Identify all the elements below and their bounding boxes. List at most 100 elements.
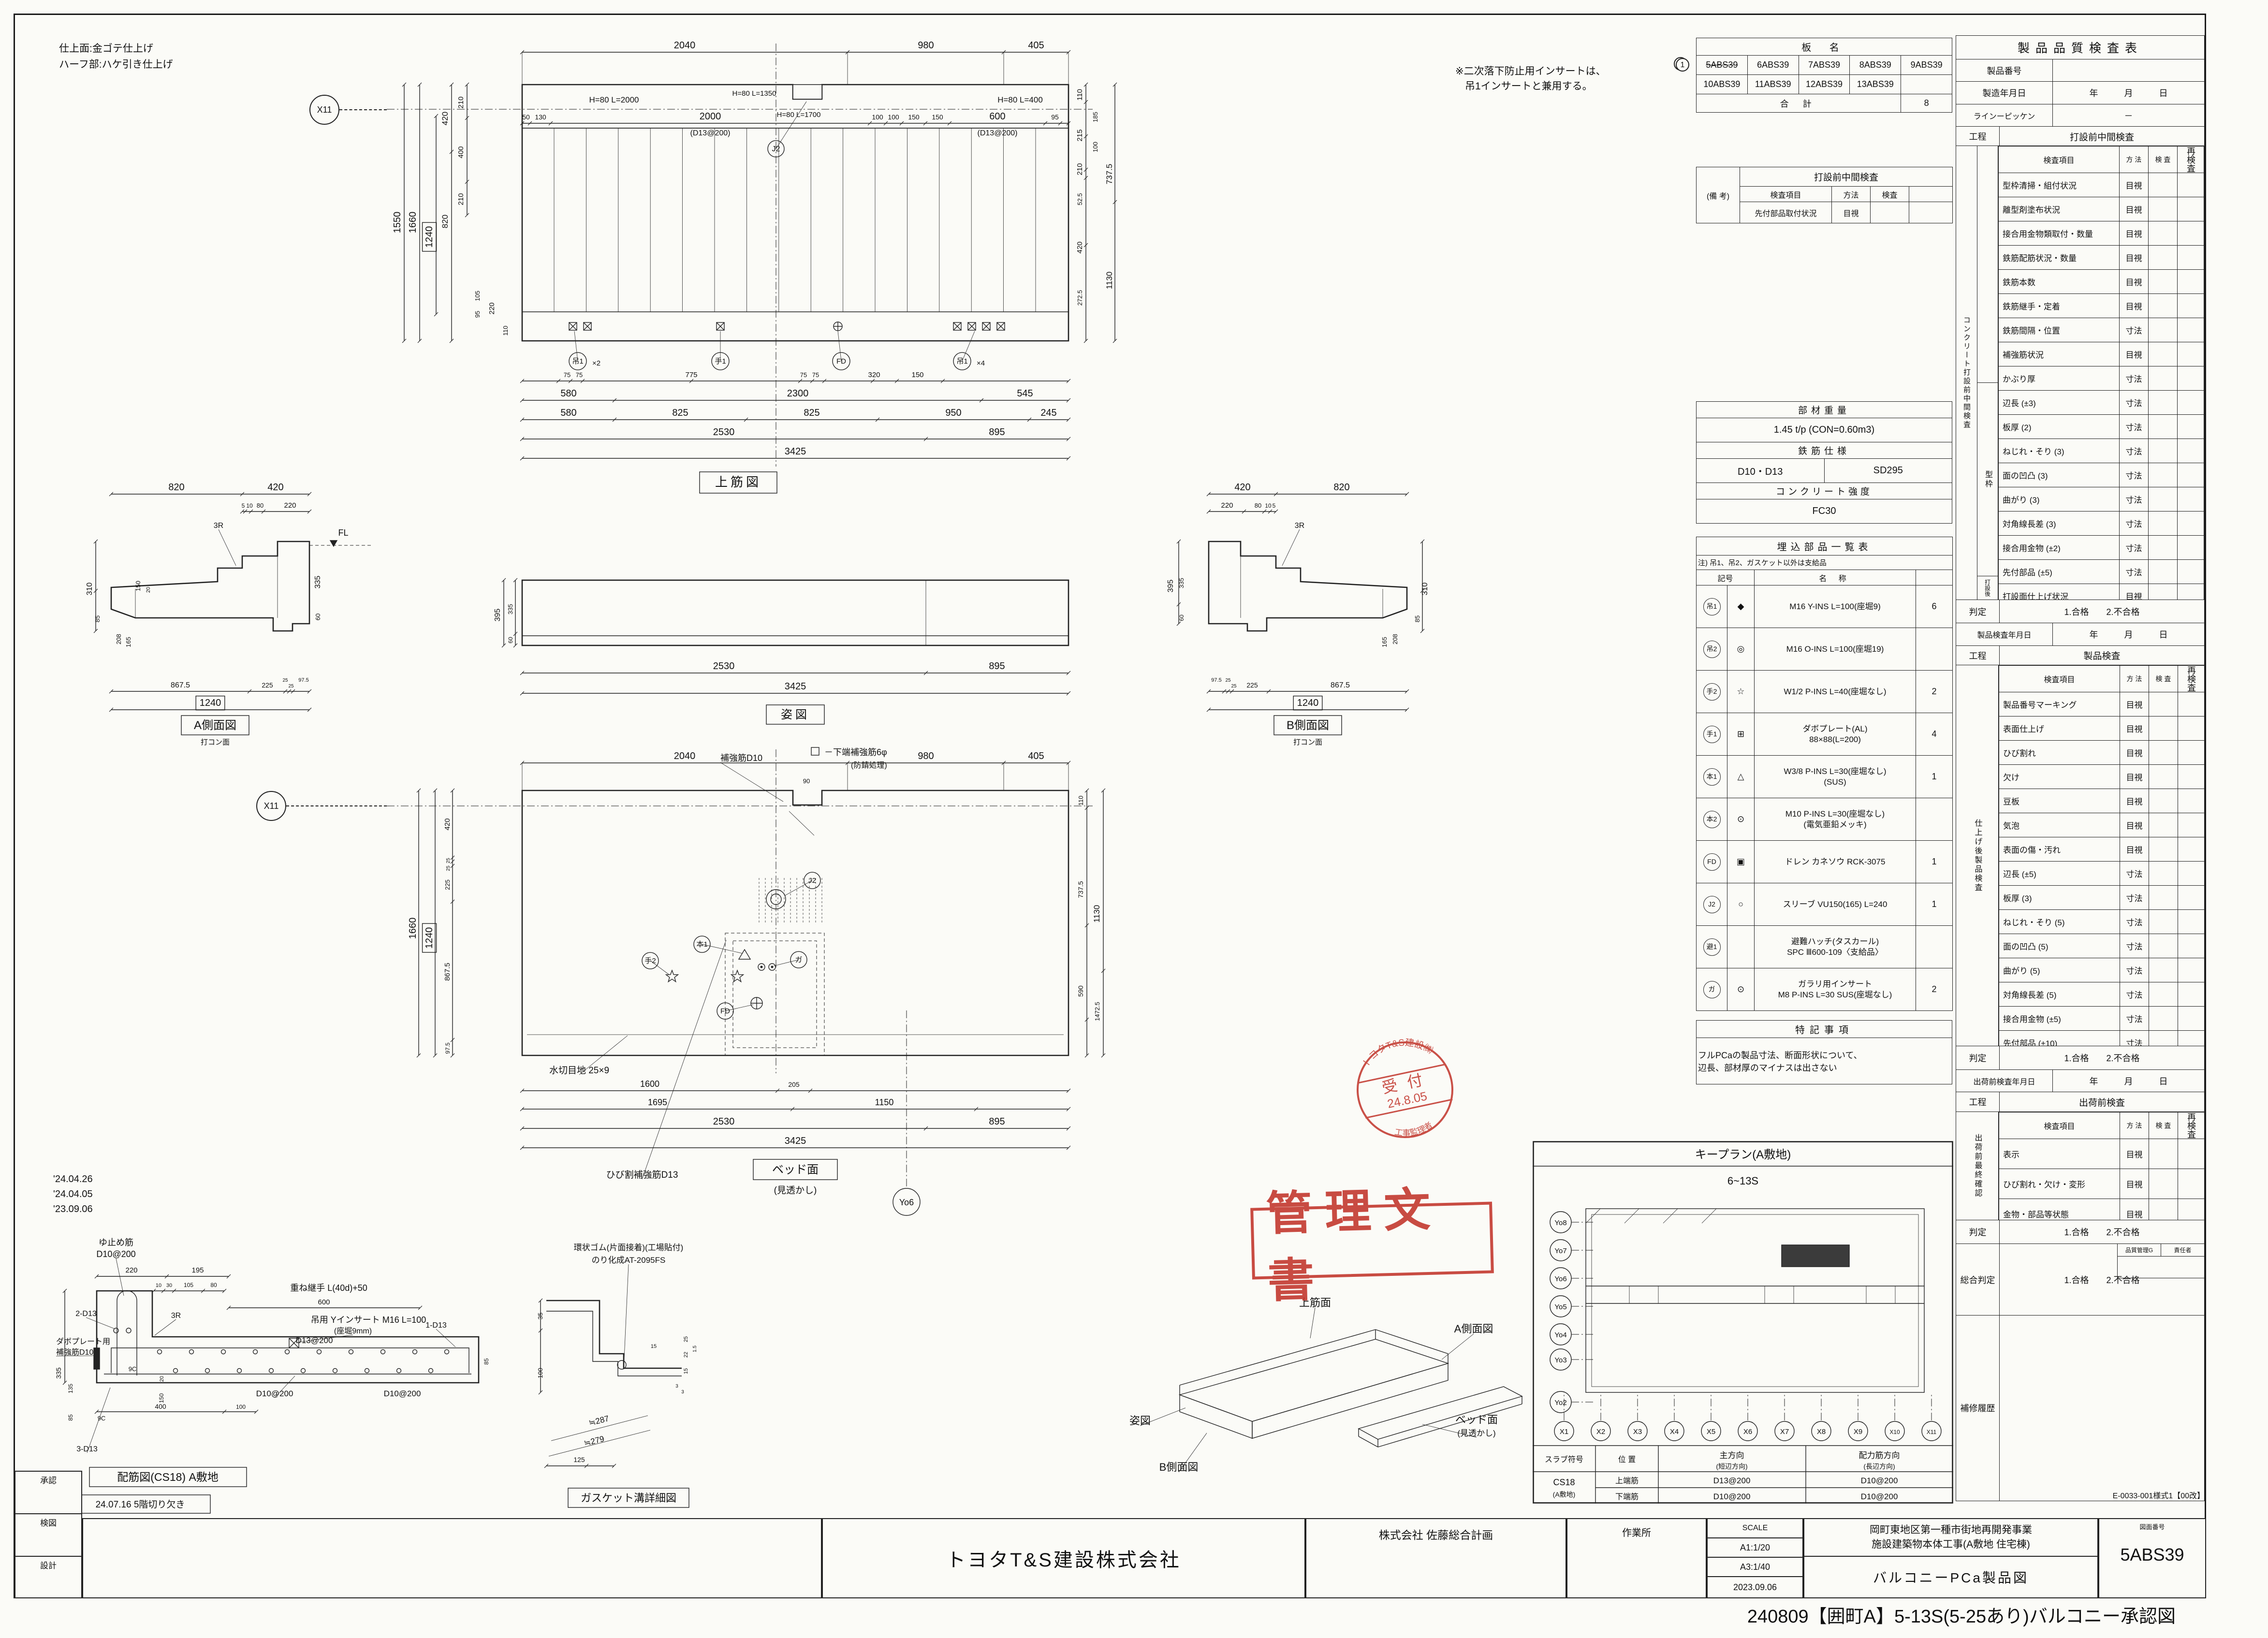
- check-cell: 目視: [2119, 197, 2149, 222]
- dim-tick: [307, 689, 312, 694]
- inspection-row: ひび割れ目視: [1999, 740, 2205, 765]
- special-notes-title: 特記事項: [1696, 1020, 1952, 1038]
- panel-outline: [521, 579, 1069, 646]
- check-cell: 寸法: [2119, 511, 2149, 536]
- dim-label: 9C: [98, 1415, 106, 1422]
- qc-strip-concrete: コンクリート打設前中間検査: [1956, 146, 1977, 600]
- dim-tick: [798, 379, 803, 383]
- dim-tick: [568, 379, 573, 383]
- dim-label: 60: [507, 637, 514, 644]
- check-cell: [2178, 764, 2205, 790]
- dim-tick: [249, 509, 253, 514]
- grid-label: Yo8: [1554, 1219, 1566, 1227]
- dim-tick: [93, 629, 98, 633]
- dim-label: 820: [168, 482, 184, 493]
- dim-tick: [402, 82, 407, 87]
- dim-tick: [1066, 671, 1071, 675]
- check-item: 製品番号マーキング: [1999, 692, 2120, 717]
- inspection-row: 辺長 (±5)寸法: [1999, 861, 2205, 886]
- dim-label: 80: [257, 502, 263, 509]
- grid-bubble: [1554, 1421, 1574, 1441]
- dim-label: 335: [55, 1367, 62, 1379]
- mark-circle: [804, 872, 821, 889]
- check-cell: 目視: [2119, 221, 2149, 246]
- panel-id: 6ABS39: [1747, 55, 1799, 75]
- dim-label: 420: [443, 818, 452, 830]
- part-cell: 2: [1916, 670, 1953, 713]
- dim-tick: [501, 578, 506, 583]
- dim-label: 100: [872, 113, 883, 121]
- svg-text:配力筋方向: 配力筋方向: [1859, 1451, 1900, 1460]
- dim-label: ≒279: [583, 1434, 605, 1448]
- dim-tick: [947, 121, 952, 126]
- dim-tick: [520, 1107, 525, 1112]
- qc-insp-date-row-3: 出荷前検査年月日年 月 日: [1956, 1069, 2205, 1093]
- dim-label: 97.5: [298, 677, 308, 683]
- panel-id: 11ABS39: [1747, 74, 1799, 94]
- dim-tick: [544, 1463, 549, 1468]
- dim-tick: [894, 379, 899, 383]
- dim-frame: [422, 222, 437, 252]
- grid-bubble-x11-bed: X11: [256, 791, 286, 821]
- check-item: ひび割れ: [1999, 740, 2120, 765]
- check-cell: [2177, 487, 2204, 512]
- dim-tick: [1176, 621, 1181, 626]
- check-cell: 寸法: [2119, 366, 2149, 391]
- check-cell: 寸法: [2120, 909, 2149, 935]
- iso-annotations: 上筋面A側面図姿図ベッド面(見透かし)B側面図: [1129, 1297, 1498, 1473]
- dim-label: A側面図: [1454, 1323, 1493, 1335]
- check-cell: [2148, 293, 2178, 319]
- dim-tick: [433, 788, 438, 793]
- dim-tick: [1083, 134, 1088, 139]
- dim-label: 100: [537, 1368, 544, 1378]
- part-name: M10 P-INS L=30(座堀なし): [1785, 809, 1885, 819]
- part-cell: 1: [1916, 755, 1953, 798]
- dim-label: 100: [236, 1404, 246, 1410]
- check-cell: [2177, 173, 2204, 198]
- dim-tick: [254, 1409, 259, 1414]
- dim-tick: [979, 398, 984, 403]
- dim-tick: [1273, 509, 1278, 514]
- grid-label: X4: [1670, 1428, 1679, 1436]
- qc-strip-product: 仕上げ後製品検査: [1956, 665, 1999, 1047]
- dim-tick: [923, 1126, 928, 1131]
- dim-label: 25: [1225, 678, 1231, 683]
- dim-tick: [450, 859, 455, 864]
- dim-tick: [93, 588, 98, 593]
- part-cell: FD: [1696, 840, 1727, 883]
- dim-label: －下端補強筋6φ: [824, 747, 887, 757]
- check-cell: [2177, 535, 2204, 560]
- part-cell: W3/8 P-INS L=30(座堀なし)(SUS): [1754, 755, 1916, 798]
- check-item: 表面仕上げ: [1999, 716, 2120, 741]
- dim-label: 補強筋D10: [56, 1348, 93, 1357]
- dim-tick: [923, 437, 928, 441]
- check-cell: [2178, 837, 2205, 862]
- dim-label: 3R: [171, 1312, 181, 1320]
- part-name-2: (電気亜鉛メッキ): [1803, 819, 1867, 829]
- part-cell: 吊2: [1696, 628, 1727, 671]
- dim-label: 25: [288, 684, 294, 689]
- svg-text:打コン面: 打コン面: [201, 738, 230, 746]
- grid-label: X2: [1596, 1428, 1605, 1436]
- remark-title: 打設前中間検査: [1739, 167, 1953, 187]
- inspection-row: 補強筋状況目視: [1998, 342, 2204, 367]
- dim-tick: [1066, 760, 1071, 765]
- part-mark: FD: [1703, 853, 1721, 871]
- dim-label: 600: [318, 1298, 330, 1306]
- dim-label: 3425: [785, 446, 806, 457]
- check-cell: [2148, 559, 2178, 585]
- dim-tick: [580, 379, 585, 383]
- dim-label: 3R: [1295, 522, 1304, 530]
- part-cell: ⊙: [1727, 968, 1755, 1011]
- mark-circle: [832, 352, 850, 370]
- site-office-label: 作業所: [1622, 1528, 1651, 1538]
- grid-bubble: [1550, 1323, 1572, 1346]
- dim-label: 環状ゴム(片面接着)(工場貼付): [574, 1243, 684, 1252]
- dim-label: H=80 L=400: [997, 95, 1043, 104]
- dim-tick: [1266, 689, 1271, 694]
- dim-label: H=80 L=1350: [732, 89, 776, 98]
- leader-line: [274, 1375, 295, 1398]
- remark-method: 目視: [1831, 202, 1871, 223]
